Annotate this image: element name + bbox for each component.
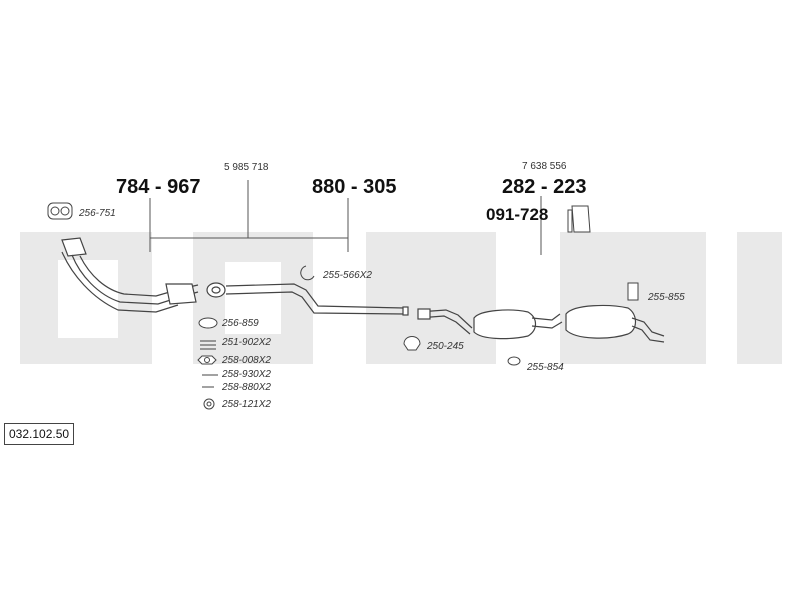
label-255-854: 255-854 [527, 362, 564, 373]
rear-muffler [565, 304, 665, 343]
label-258-930x2: 258-930X2 [222, 369, 271, 380]
part-282-223: 282 - 223 [502, 176, 587, 198]
middle-muffler [417, 308, 563, 340]
part-880-305: 880 - 305 [312, 176, 397, 198]
label-258-880x2: 258-880X2 [222, 382, 271, 393]
leader-lines [149, 180, 542, 255]
label-255-855: 255-855 [648, 292, 685, 303]
reference-number: 032.102.50 [4, 423, 75, 445]
part-091-728: 091-728 [486, 205, 549, 224]
part-784-967: 784 - 967 [116, 176, 201, 198]
label-258-121x2: 258-121X2 [222, 399, 271, 410]
intermediate-pipe [206, 282, 409, 316]
label-256-859: 256-859 [222, 318, 259, 329]
label-250-245: 250-245 [427, 341, 464, 352]
label-251-902x2: 251-902X2 [222, 337, 271, 348]
label-256-751: 256-751 [79, 208, 116, 219]
label-258-008x2: 258-008X2 [222, 355, 271, 366]
oe-5985718: 5 985 718 [224, 162, 269, 173]
small-parts [47, 202, 639, 410]
front-downpipe [61, 237, 199, 313]
label-255-566x2: 255-566X2 [323, 270, 372, 281]
oe-7638556: 7 638 556 [522, 161, 567, 172]
